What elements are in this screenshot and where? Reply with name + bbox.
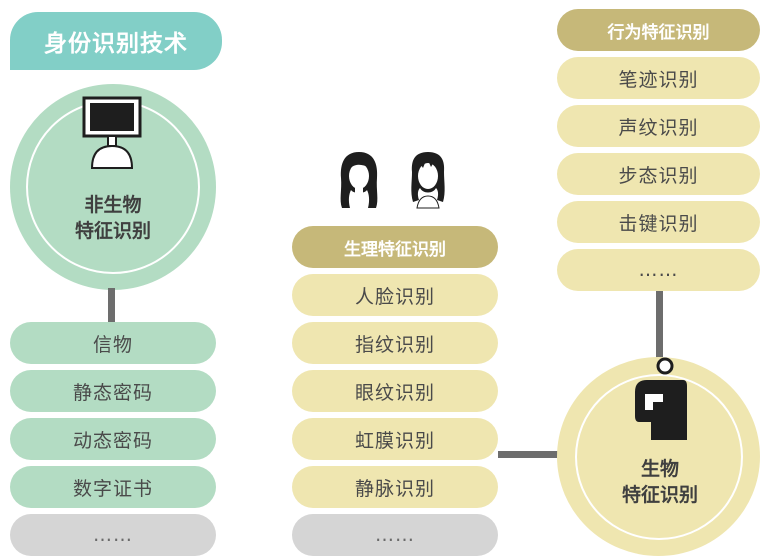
physio-item: 人脸识别 (292, 274, 498, 316)
page-title: 身份识别技术 (10, 12, 222, 70)
non-bio-connector (108, 288, 115, 322)
man-head-icon (405, 150, 451, 212)
monitor-icon (82, 96, 142, 170)
bio-circle-label: 生物 特征识别 (590, 456, 730, 508)
physio-connector (498, 451, 558, 458)
bio-label-line2: 特征识别 (621, 484, 698, 506)
bio-label-line1: 生物 (640, 458, 679, 480)
physio-item: 静脉识别 (292, 466, 498, 508)
physio-item: 虹膜识别 (292, 418, 498, 460)
bio-circle-ring (575, 374, 743, 540)
behavior-item: 声纹识别 (557, 105, 760, 147)
woman-head-icon (336, 150, 382, 212)
behavior-connector (656, 291, 663, 361)
non-bio-item-more: …… (10, 514, 216, 556)
non-bio-label-line1: 非生物 (84, 194, 142, 216)
physio-item: 指纹识别 (292, 322, 498, 364)
physio-item: 眼纹识别 (292, 370, 498, 412)
non-bio-label-line2: 特征识别 (74, 220, 151, 242)
behavior-item: 笔迹识别 (557, 57, 760, 99)
behavior-item: 击键识别 (557, 201, 760, 243)
behavior-item-more: …… (557, 249, 760, 291)
non-bio-item: 静态密码 (10, 370, 216, 412)
non-bio-circle-label: 非生物 特征识别 (40, 192, 186, 244)
physio-header: 生理特征识别 (292, 226, 498, 268)
behavior-item: 步态识别 (557, 153, 760, 195)
non-bio-item: 信物 (10, 322, 216, 364)
non-bio-item: 数字证书 (10, 466, 216, 508)
person-icon (633, 356, 689, 442)
non-bio-item: 动态密码 (10, 418, 216, 460)
physio-item-more: …… (292, 514, 498, 556)
behavior-header: 行为特征识别 (557, 9, 760, 51)
